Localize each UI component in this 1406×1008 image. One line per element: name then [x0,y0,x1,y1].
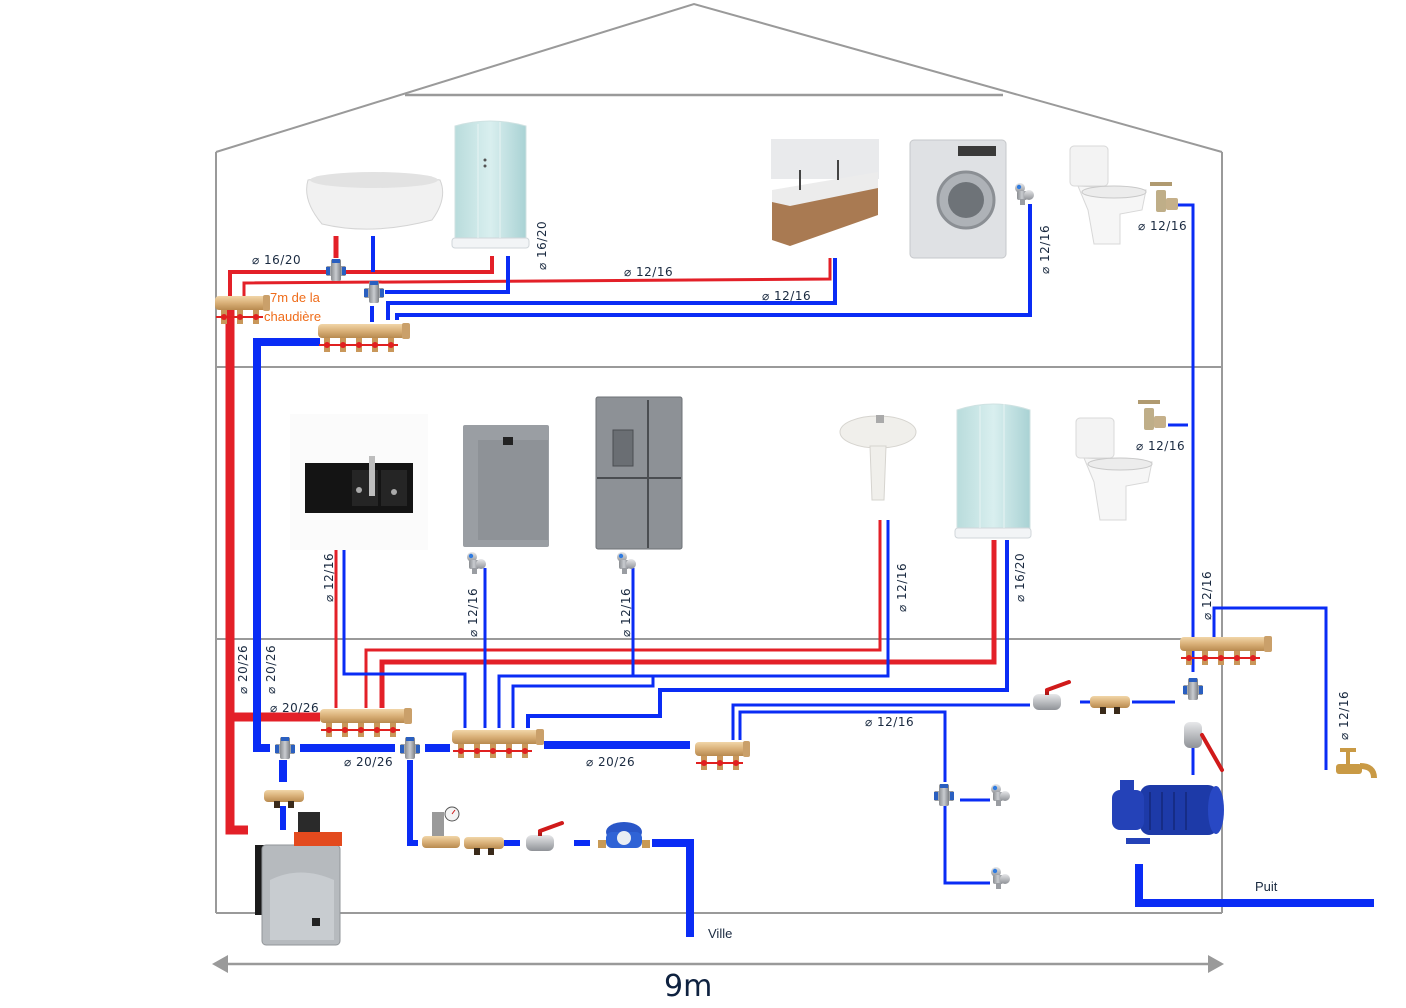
pipe-label: ⌀ 12/16 [322,553,336,602]
pipe-label: ⌀ 16/20 [535,221,549,270]
ball-valve-icon [1031,680,1071,712]
boiler-icon [255,812,342,946]
tee-fitting-icon [1183,678,1203,700]
tee-fitting-icon [275,737,295,759]
tee-fitting-icon [364,281,384,303]
angle-valve-icon [991,867,1010,889]
tee-fitting-icon [326,259,346,281]
cold-manifold-upper [317,322,411,353]
pipe-label: ⌀ 20/26 [586,755,635,769]
pipe-label: ⌀ 12/16 [619,588,633,637]
bathtub-icon [306,172,444,230]
refrigerator-icon [595,396,683,550]
pipe-label: ⌀ 20/26 [270,701,319,715]
pipe-label: ⌀ 20/26 [264,645,278,694]
pipe-label: ⌀ 12/16 [865,715,914,729]
pipe-label: ⌀ 12/16 [1038,225,1052,274]
wc-valve-icon [1138,400,1166,430]
tee-fitting-icon [934,784,954,806]
shower-cabin-icon [451,120,530,249]
pipe-label: ⌀ 12/16 [1138,219,1187,233]
wc-valve-icon [1150,182,1178,212]
pump-icon [1112,780,1224,844]
pipe-label: ⌀ 12/16 [1337,691,1351,740]
angle-valve-icon [467,552,486,574]
cold-water-network [253,203,1374,937]
angle-valve-icon [991,784,1010,806]
ball-valve-icon [524,821,564,853]
shower-cabin-icon [954,403,1032,539]
house-outline [215,2,1223,914]
wc-icon [1069,145,1147,245]
check-valve-icon [464,837,504,855]
cold-manifold-ground [451,728,545,759]
hot-manifold-ground [319,707,413,738]
pipe-label: ⌀ 20/26 [344,755,393,769]
ball-valve-icon [1184,722,1224,772]
dimension-arrow [212,955,1224,973]
washing-machine-icon [909,139,1007,259]
boiler-distance-note: chaudière [264,309,321,324]
tee-fitting-icon [400,737,420,759]
boiler-distance-note: 7m de la [270,290,321,305]
check-valve-icon [264,790,304,808]
pedestal-basin-icon [839,415,917,501]
dishwasher-icon [463,425,549,547]
pipe-label: ⌀ 16/20 [1013,553,1027,602]
kitchen-sink-icon [290,414,428,550]
pressure-reducer-icon [422,806,460,848]
pipe-label: ⌀ 12/16 [895,563,909,612]
pipe-label: ⌀ 12/16 [1200,571,1214,620]
pipe-label: ⌀ 16/20 [252,253,301,267]
double-vanity-icon [771,139,879,246]
hot-manifold-upper [214,294,271,325]
angle-valve-icon [1015,183,1034,205]
garden-tap-icon [1336,748,1377,779]
pipe-label: ⌀ 12/16 [1136,439,1185,453]
water-meter-icon [598,822,650,848]
pipe-label: ⌀ 20/26 [236,645,250,694]
dimension-label: 9m [664,969,712,1004]
pipe-label: ⌀ 12/16 [624,265,673,279]
pipe-label: ⌀ 12/16 [762,289,811,303]
check-valve-icon [1090,696,1130,714]
city-supply-label: Ville [708,926,732,941]
outdoor-manifold [694,740,751,771]
well-supply-label: Puit [1255,879,1278,894]
pipe-label: ⌀ 12/16 [466,588,480,637]
wc-icon [1075,417,1153,521]
